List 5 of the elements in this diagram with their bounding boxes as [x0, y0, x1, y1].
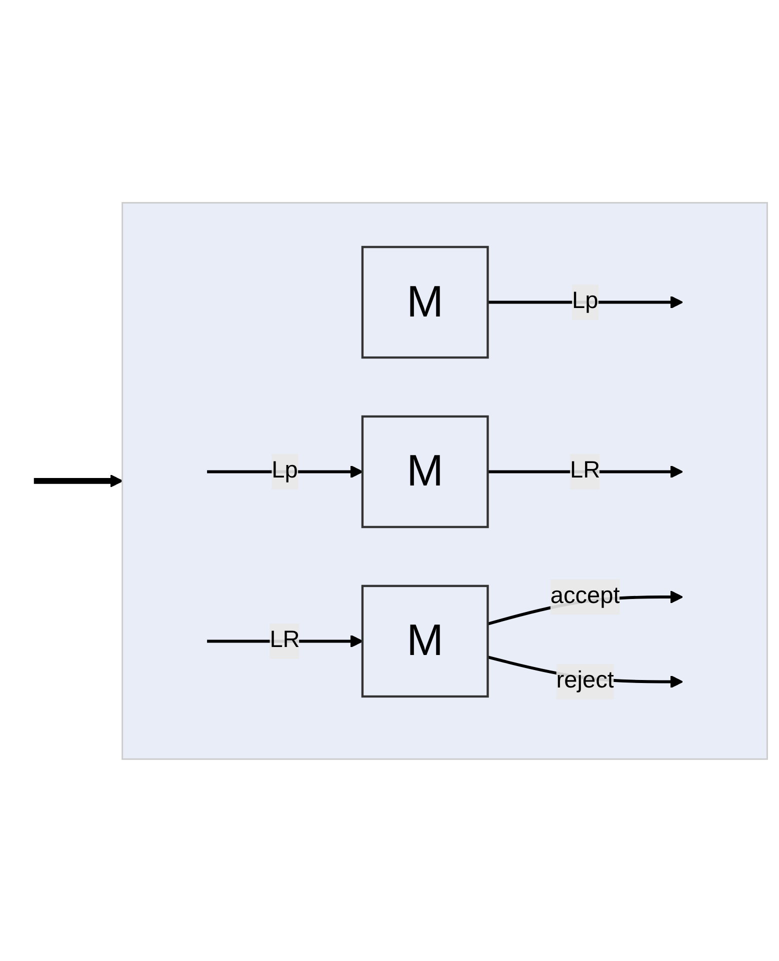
process-box	[361, 245, 489, 358]
process-box	[361, 414, 489, 528]
diagram: Lp Lp LR LR accept reject M M M	[0, 190, 779, 770]
process-box	[361, 584, 489, 698]
arrow	[34, 474, 123, 487]
